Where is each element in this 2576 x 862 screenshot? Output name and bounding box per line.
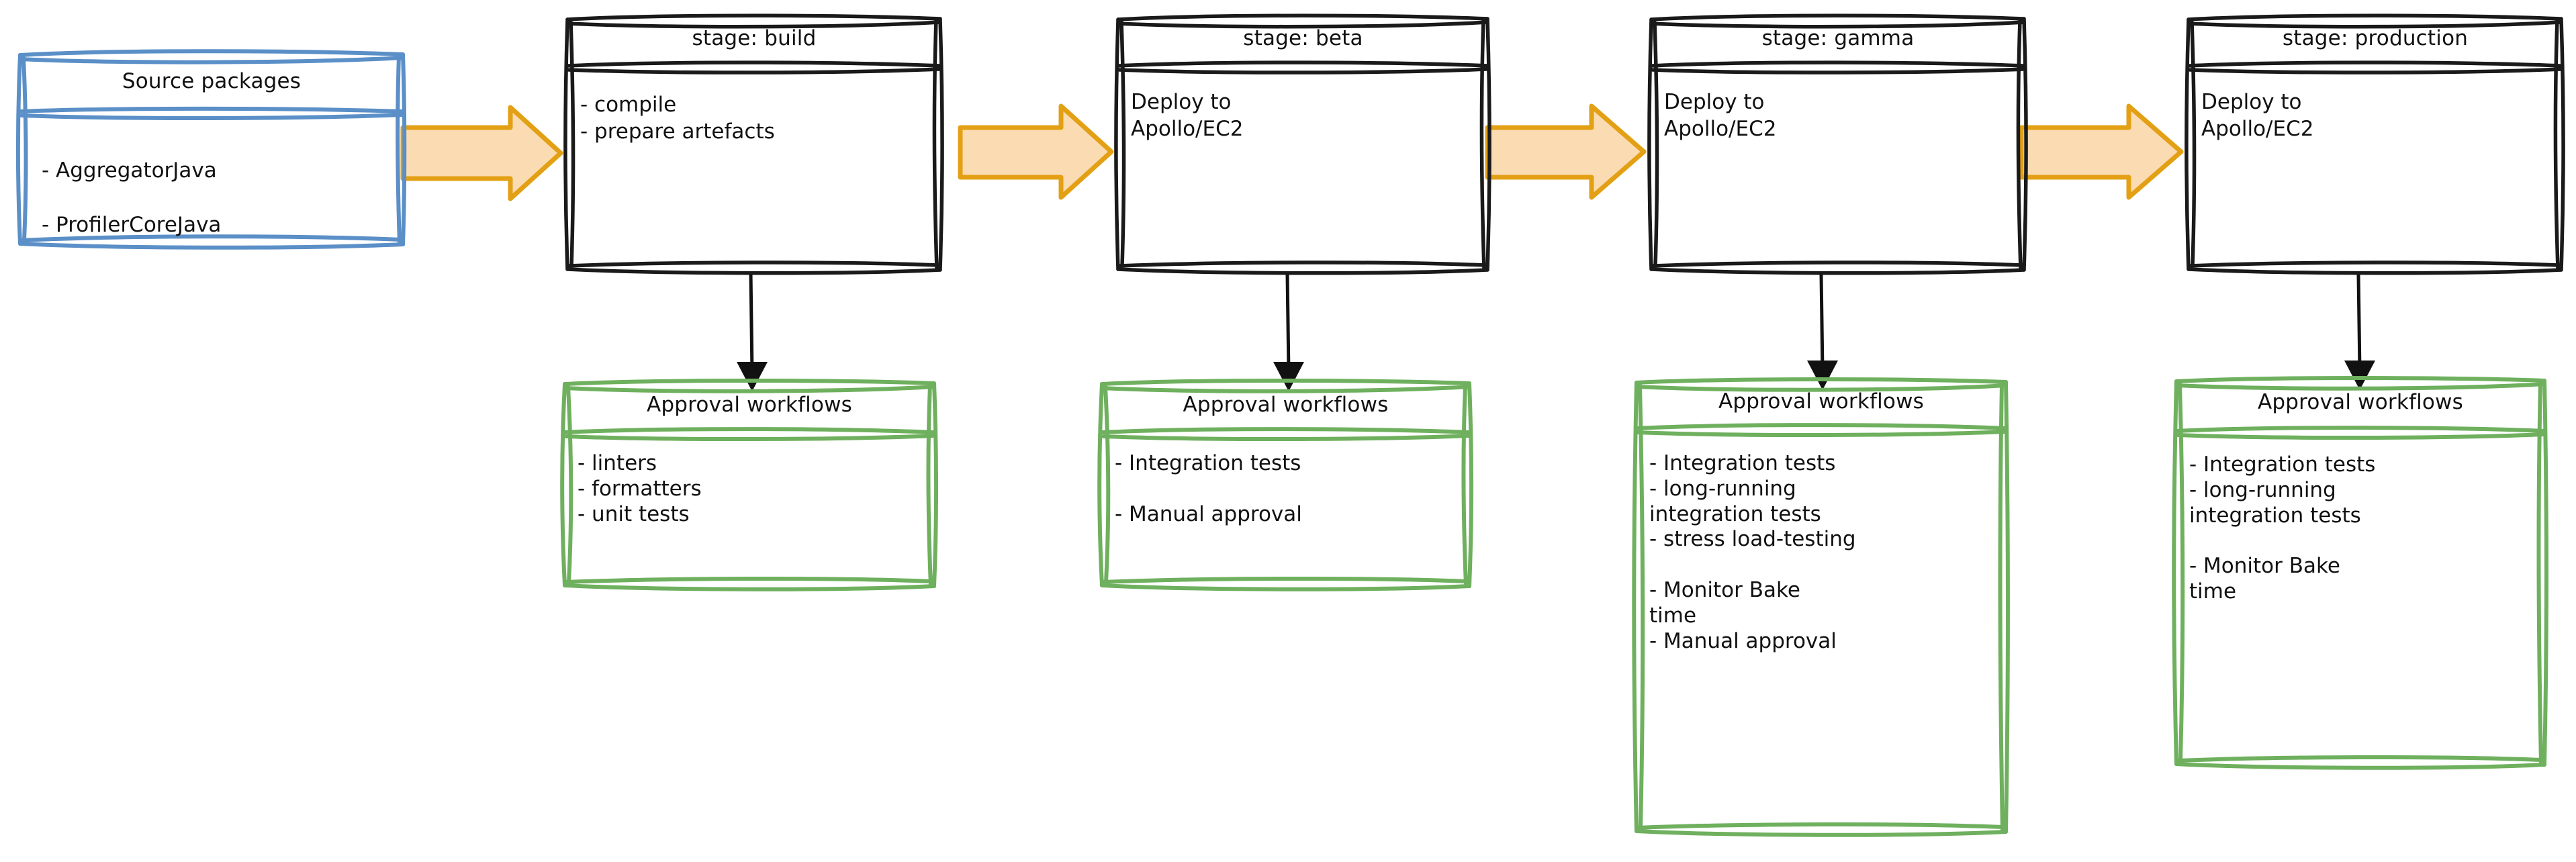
source-item-1: - ProfilerCoreJava	[42, 212, 222, 237]
stage-gamma-node[interactable]: stage: gamma Deploy to Apollo/EC2	[1647, 13, 2029, 275]
flow-arrow-beta-to-gamma	[1485, 103, 1647, 200]
stage-production-body: Deploy to Apollo/EC2	[2201, 90, 2314, 142]
stage-beta-body: Deploy to Apollo/EC2	[1131, 90, 1244, 142]
approval-production-node[interactable]: Approval workflows - Integration tests -…	[2170, 375, 2550, 771]
approval-gamma-node[interactable]: Approval workflows - Integration tests -…	[1630, 376, 2012, 838]
approval-beta-title: Approval workflows	[1183, 393, 1389, 417]
approval-production-body: - Integration tests - long-running integ…	[2189, 452, 2376, 604]
source-packages-node[interactable]: Source packages - AggregatorJava - Profi…	[15, 48, 408, 250]
flow-arrow-gamma-to-production	[2019, 103, 2184, 200]
approval-beta-body: - Integration tests - Manual approval	[1115, 451, 1302, 526]
approval-production-title: Approval workflows	[2257, 390, 2464, 414]
stage-build-node[interactable]: stage: build - compile - prepare artefac…	[563, 13, 946, 275]
down-connector-production	[2344, 273, 2375, 390]
flow-arrow-source-to-build	[400, 105, 563, 201]
flow-arrow-build-to-beta	[958, 103, 1114, 200]
approval-build-node[interactable]: Approval workflows - linters - formatter…	[559, 377, 940, 592]
down-connector-gamma	[1807, 273, 1838, 390]
down-connector-beta	[1273, 273, 1304, 391]
stage-beta-title: stage: beta	[1243, 26, 1363, 50]
stage-gamma-title: stage: gamma	[1761, 26, 1915, 50]
source-packages-list: - AggregatorJava - ProfilerCoreJava	[42, 130, 221, 265]
source-item-0: - AggregatorJava	[42, 158, 217, 183]
approval-gamma-body: - Integration tests - long-running integ…	[1649, 451, 1856, 653]
down-connector-build	[737, 273, 768, 391]
approval-gamma-title: Approval workflows	[1718, 389, 1925, 414]
approval-build-body: - linters - formatters - unit tests	[578, 451, 702, 526]
approval-beta-node[interactable]: Approval workflows - Integration tests -…	[1096, 377, 1475, 592]
stage-build-title: stage: build	[692, 26, 817, 50]
stage-production-node[interactable]: stage: production Deploy to Apollo/EC2	[2184, 13, 2567, 275]
source-packages-title: Source packages	[122, 69, 302, 93]
stage-gamma-body: Deploy to Apollo/EC2	[1664, 90, 1777, 142]
stage-beta-node[interactable]: stage: beta Deploy to Apollo/EC2	[1113, 13, 1493, 275]
stage-production-title: stage: production	[2282, 26, 2469, 50]
approval-build-title: Approval workflows	[646, 393, 853, 417]
stage-build-body: - compile - prepare artefacts	[580, 93, 775, 144]
